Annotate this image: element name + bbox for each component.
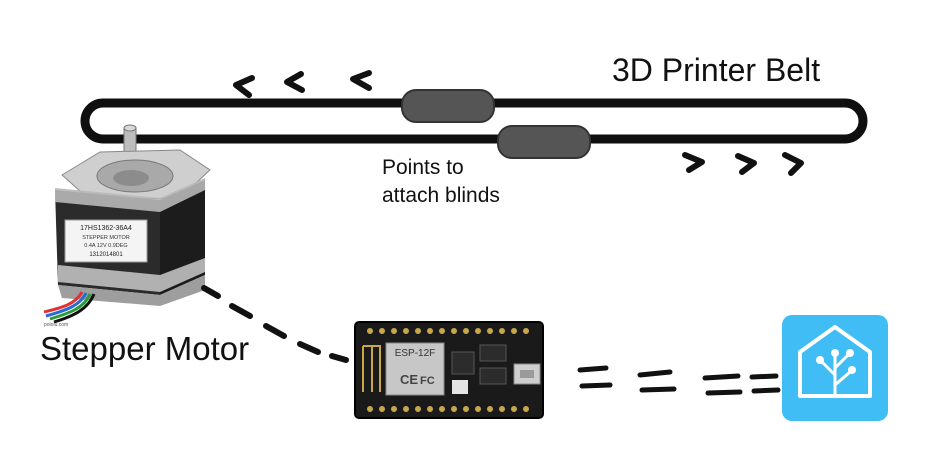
stepper-motor: 17HS1362-36A4 STEPPER MOTOR 0.4A 12V 0.9…: [44, 125, 210, 328]
ce-mark: CE: [400, 372, 418, 387]
attach-clamp-bottom: [498, 126, 590, 158]
chevron-left-icon: [353, 73, 369, 88]
motor-brand-mark: pololu.com: [44, 322, 68, 328]
fc-mark: FC: [420, 375, 435, 387]
motor-sticker-line: 0.4A 12V 0.9DEG: [84, 243, 127, 249]
direction-right-arrows: [685, 155, 801, 173]
chevron-left-icon: [236, 78, 252, 95]
attach-points-label: Points to attach blinds: [382, 154, 500, 210]
direction-left-arrows: [236, 73, 369, 95]
motor-sticker-line: 1312014801: [89, 252, 123, 258]
controller-board: ESP-12F CE FC: [355, 322, 543, 418]
board-to-homeassistant-connection: [580, 368, 778, 393]
chevron-right-icon: [685, 155, 702, 170]
attach-points-label-line2: attach blinds: [382, 182, 500, 210]
belt-title: 3D Printer Belt: [612, 52, 820, 89]
motor-sticker-line: 17HS1362-36A4: [80, 225, 132, 232]
attach-clamp-top: [402, 90, 494, 122]
stepper-motor-label: Stepper Motor: [40, 330, 249, 368]
home-assistant-icon: [782, 315, 888, 421]
chevron-left-icon: [287, 74, 302, 90]
attach-points-label-line1: Points to: [382, 154, 500, 182]
motor-sticker-line: STEPPER MOTOR: [82, 235, 130, 241]
chevron-right-icon: [785, 155, 801, 173]
chevron-right-icon: [738, 156, 754, 172]
esp-module-label: ESP-12F: [395, 348, 436, 359]
